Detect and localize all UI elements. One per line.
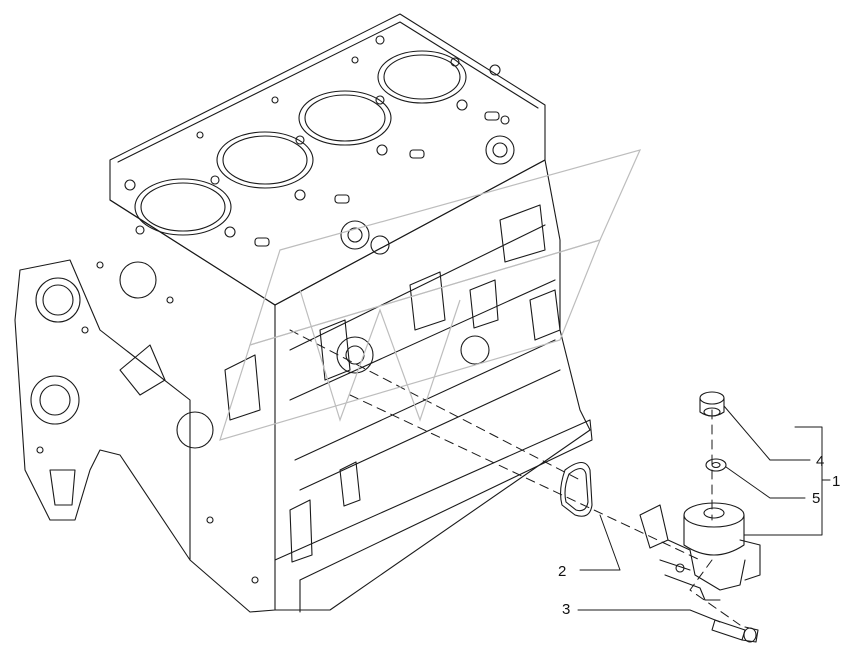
cylinder-bore-3 <box>298 90 392 146</box>
cylinder-bore-2 <box>216 131 314 189</box>
cylinder-bore-4 <box>377 50 467 104</box>
washer-part <box>705 458 727 472</box>
plug-part <box>699 391 725 417</box>
callout-1: 1 <box>832 473 841 490</box>
callout-5: 5 <box>812 490 821 507</box>
front-bore-lower <box>30 375 80 425</box>
watermark <box>219 149 642 441</box>
block-front-face <box>14 199 276 613</box>
callout-3: 3 <box>562 601 571 618</box>
callout-4: 4 <box>816 453 825 470</box>
gasket-part <box>559 461 593 517</box>
assembly-dashed-lines <box>289 329 741 626</box>
leader-lines <box>577 405 831 623</box>
bolt-part <box>711 619 759 643</box>
block-side-face <box>274 159 591 611</box>
fuel-pump-part <box>639 502 761 601</box>
deck-holes <box>124 35 510 247</box>
callout-2: 2 <box>558 563 567 580</box>
cylinder-bore-1 <box>134 178 232 236</box>
engine-block <box>14 13 593 613</box>
front-bore-upper <box>35 277 81 323</box>
